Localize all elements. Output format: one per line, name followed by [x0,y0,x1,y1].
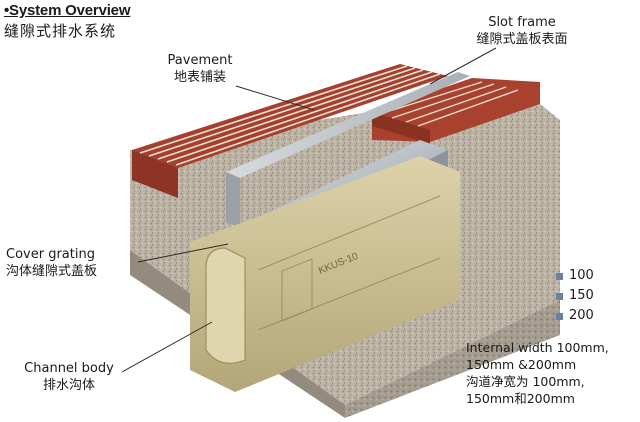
title-chinese: 缝隙式排水系统 [4,22,117,40]
pavement-label-zh: 地表铺装 [173,70,226,85]
legend-swatch-icon [556,312,563,320]
legend-item-label: 200 [569,308,594,323]
slot-frame [226,72,470,228]
legend-item: 200 [556,306,636,326]
internal-width-line: 150mm和200mm [466,391,575,406]
brick-pavement [132,64,540,198]
legend-item-label: 150 [569,288,594,303]
title-english: •System Overview [4,2,131,19]
leader-lines [121,47,497,373]
internal-width-line: Internal width 100mm, [466,340,609,355]
legend-item: 150 [556,286,636,306]
legend-item: 100 [556,266,636,286]
cover-grating-label-en: Cover grating [6,247,95,262]
slot-frame-label-en: Slot frame [488,15,556,30]
pavement-label: Pavement 地表铺装 [150,52,250,86]
cover-grating-label: Cover grating 沟体缝隙式盖板 [6,246,144,280]
cover-grating-label-zh: 沟体缝隙式盖板 [6,264,98,279]
internal-width-line: 150mm &200mm [466,357,577,372]
channel-body-label: Channel body 排水沟体 [14,360,124,394]
slot-frame-label: Slot frame 缝隙式盖板表面 [452,14,592,48]
legend-item-label: 100 [569,268,594,283]
channel-body-label-en: Channel body [24,361,114,376]
legend-swatch-icon [556,272,563,280]
channel-body-label-zh: 排水沟体 [42,378,95,393]
slot-frame-label-zh: 缝隙式盖板表面 [476,32,568,47]
legend-swatch-icon [556,292,563,300]
channel-body: KKUS-10 [190,156,460,392]
width-legend: 100 150 200 [556,266,636,326]
internal-width-line: 沟道净宽为 100mm, [466,374,585,389]
internal-width-note: Internal width 100mm, 150mm &200mm 沟道净宽为… [466,339,638,407]
pavement-label-en: Pavement [167,53,233,68]
